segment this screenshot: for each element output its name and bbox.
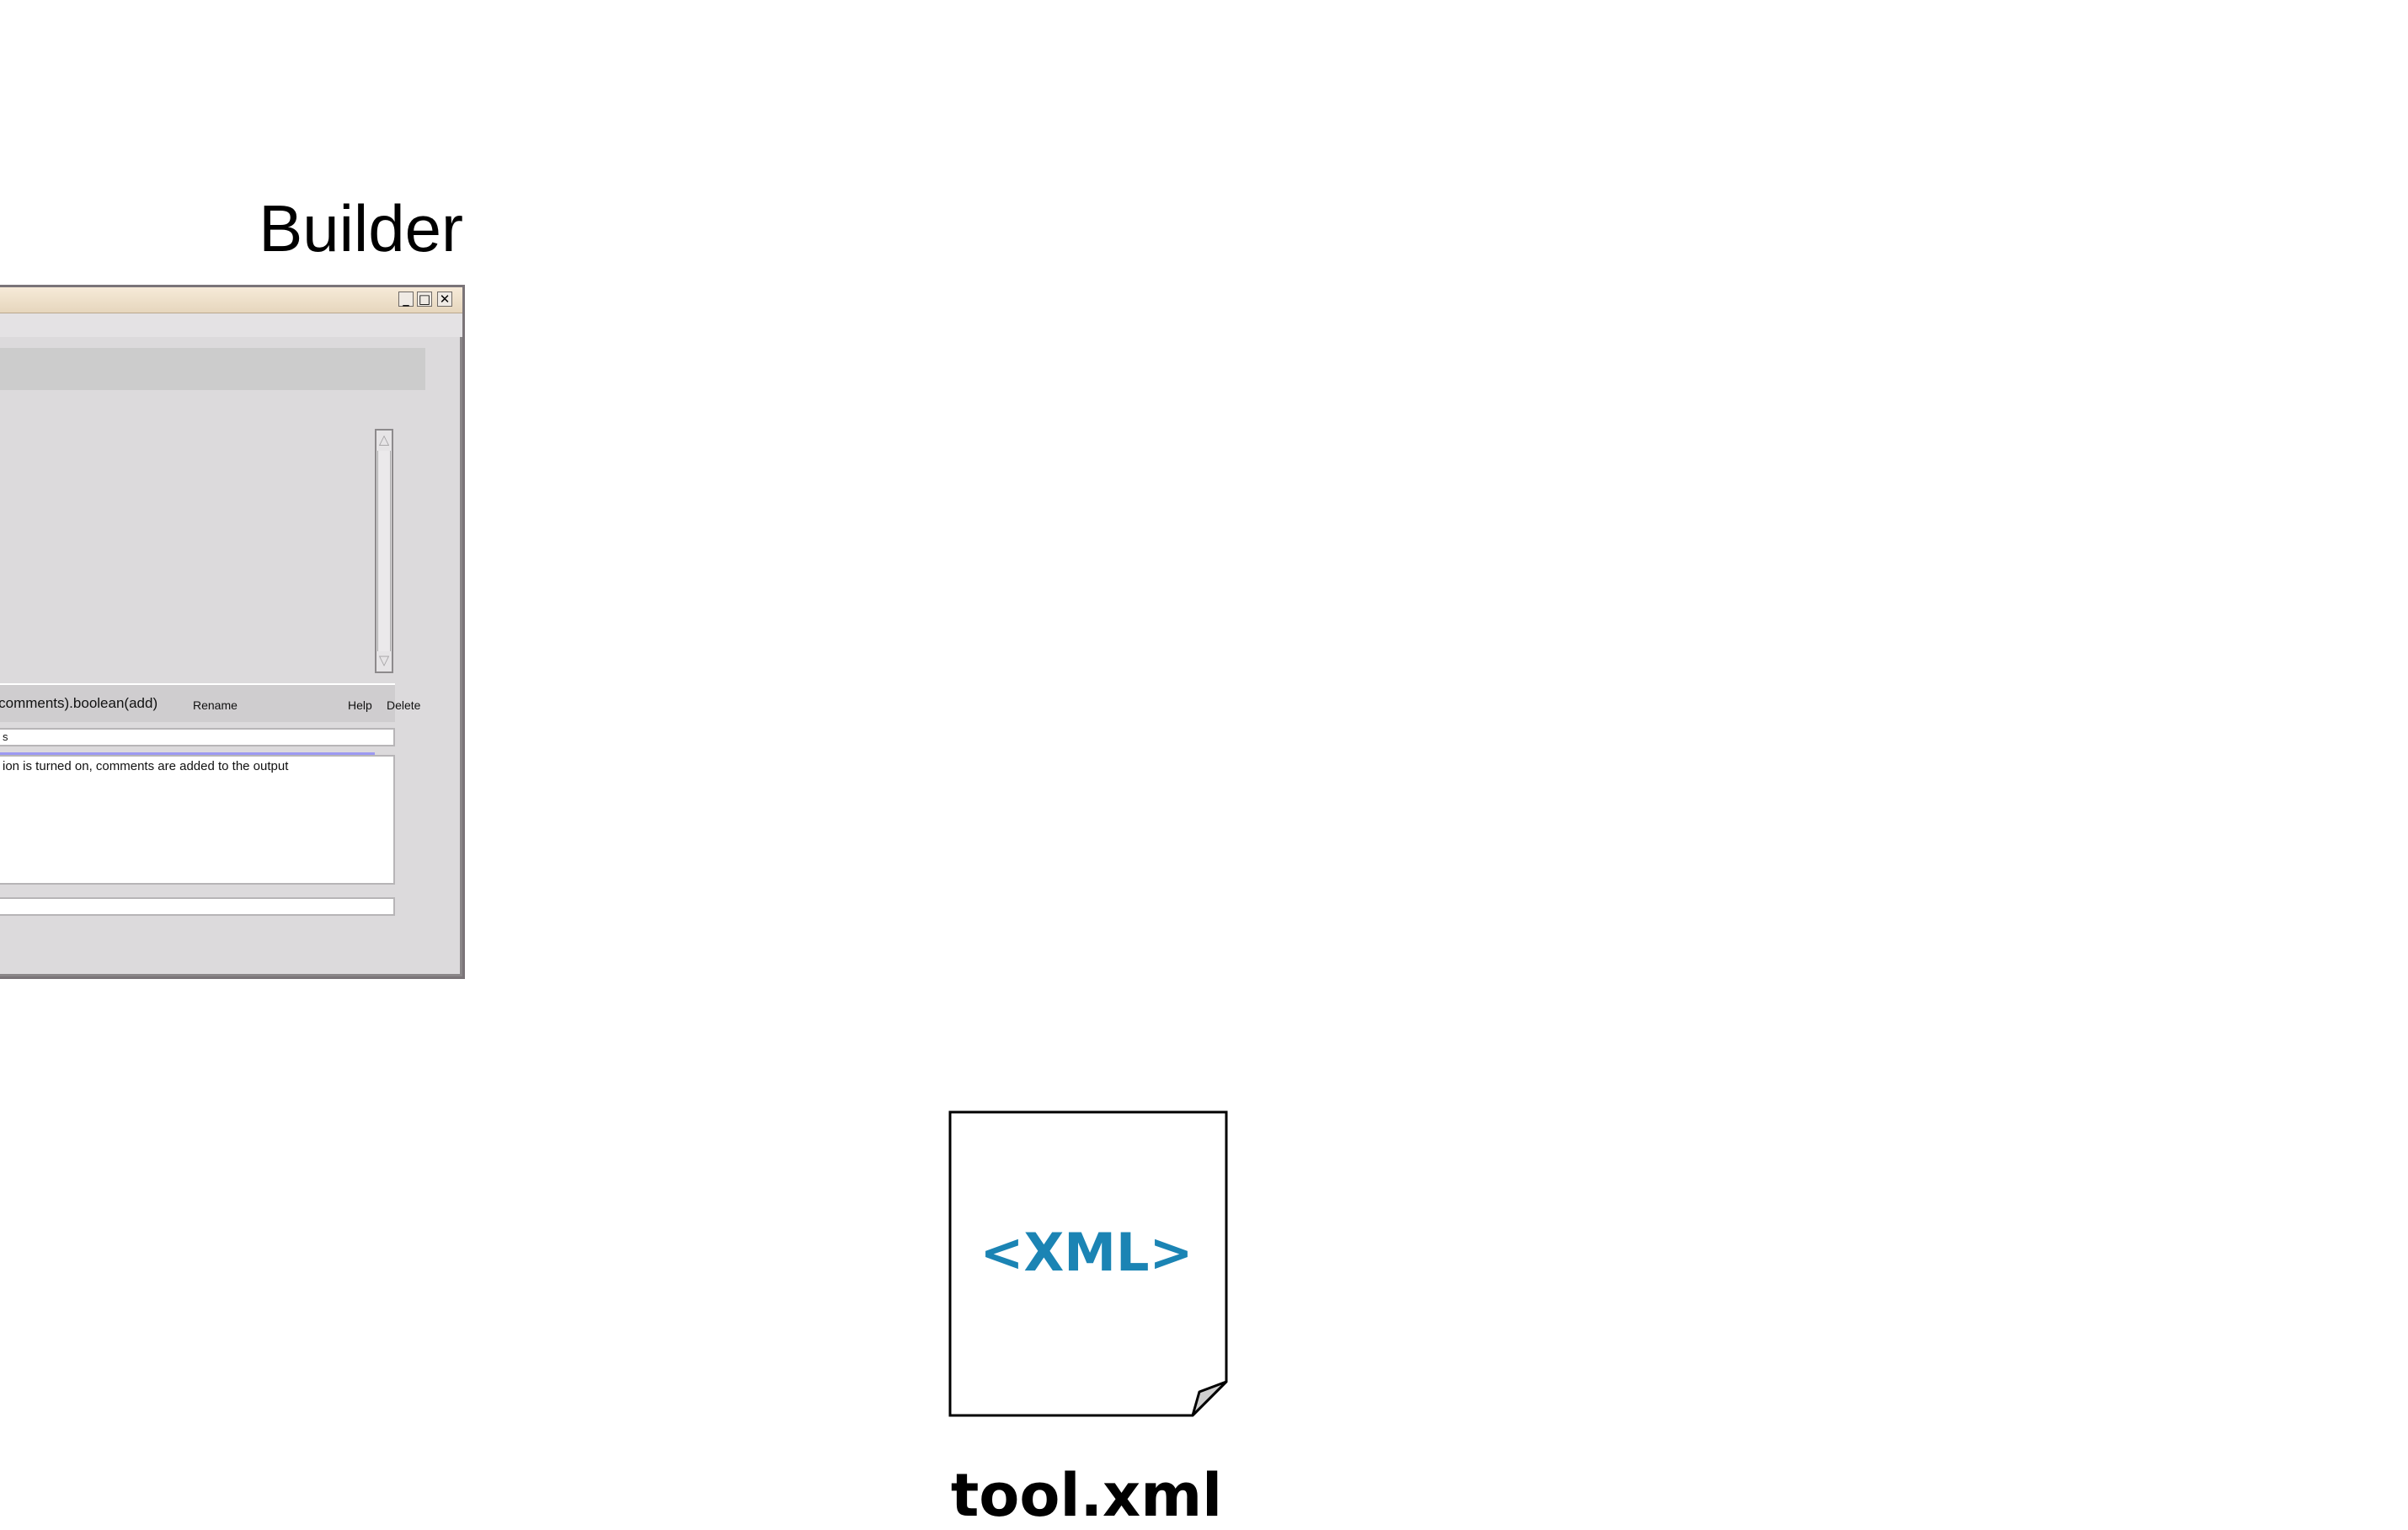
builder-window: _ □ ✕ △ ▽ o(comments).boolean(add) Renam… — [0, 285, 465, 979]
property-name-field[interactable]: s — [0, 728, 395, 746]
maximize-button[interactable]: □ — [417, 292, 432, 307]
toolbar-panel — [0, 348, 425, 390]
scrollbar-track[interactable] — [377, 451, 391, 651]
property-description-textarea[interactable]: ion is turned on, comments are added to … — [0, 755, 395, 885]
property-value-field[interactable] — [0, 897, 395, 916]
scroll-down-arrow-icon[interactable]: ▽ — [378, 652, 390, 668]
close-button[interactable]: ✕ — [437, 292, 452, 307]
menu-bar — [0, 313, 462, 337]
delete-button[interactable]: Delete — [387, 698, 421, 712]
options-list[interactable] — [0, 420, 392, 771]
property-description-text: ion is turned on, comments are added to … — [3, 759, 289, 773]
window-titlebar[interactable]: _ □ ✕ — [0, 287, 462, 313]
builder-title: Builder — [259, 191, 463, 265]
xml-badge: <XML> — [980, 1222, 1193, 1283]
property-name-value: s — [3, 730, 8, 743]
scroll-up-arrow-icon[interactable]: △ — [378, 431, 390, 447]
property-path: o(comments).boolean(add) — [0, 695, 158, 711]
minimize-button[interactable]: _ — [398, 292, 414, 307]
property-toolbar: o(comments).boolean(add) Rename Help Del… — [0, 683, 420, 722]
xml-document-icon — [948, 1110, 1228, 1417]
help-button[interactable]: Help — [348, 698, 372, 712]
rename-button[interactable]: Rename — [193, 698, 238, 712]
xml-file-name: tool.xml — [950, 1461, 1223, 1530]
list-scrollbar[interactable]: △ ▽ — [375, 429, 393, 673]
